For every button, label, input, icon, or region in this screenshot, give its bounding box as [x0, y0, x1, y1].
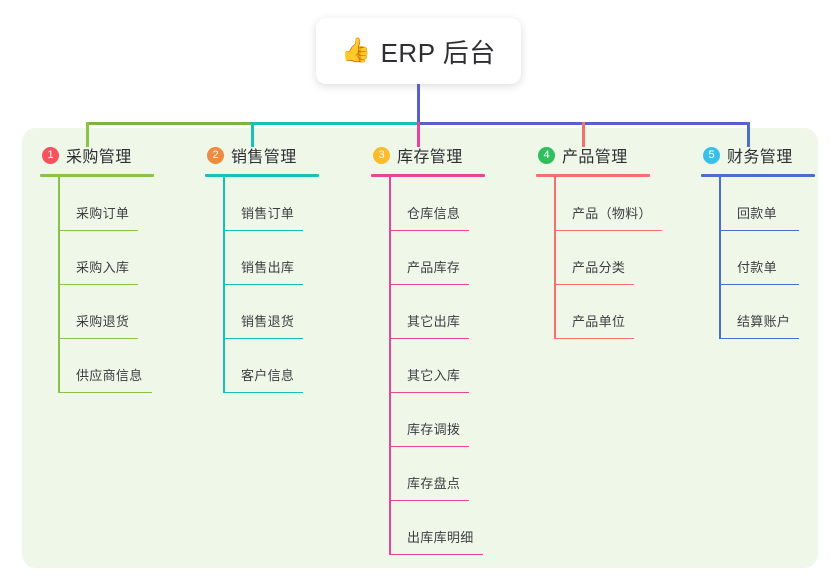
branch-title-2: 销售管理	[231, 149, 297, 166]
branch-column-2: 2 销售管理 销售订单销售出库销售退货客户信息	[197, 142, 347, 393]
leaf-item[interactable]: 产品单位	[554, 285, 688, 339]
leaf-item-rule	[58, 337, 138, 339]
leaf-item-rule	[389, 337, 469, 339]
leaf-item-label: 采购订单	[76, 206, 130, 221]
leaf-item-rule	[389, 445, 469, 447]
branch-items-1: 采购订单采购入库采购退货供应商信息	[32, 177, 182, 393]
branch-items-2: 销售订单销售出库销售退货客户信息	[197, 177, 347, 393]
leaf-item-label: 采购退货	[76, 314, 130, 329]
branch-spine	[719, 177, 721, 339]
leaf-item[interactable]: 仓库信息	[389, 177, 513, 231]
branch-spine	[223, 177, 225, 393]
branch-items-4: 产品（物料） 产品分类产品单位	[528, 177, 688, 339]
branch-header-2[interactable]: 2 销售管理	[197, 142, 347, 168]
branch-spine	[389, 177, 391, 555]
leaf-item[interactable]: 出库库明细	[389, 501, 513, 555]
leaf-item-label: 销售订单	[241, 206, 295, 221]
leaf-item-label: 仓库信息	[407, 206, 461, 221]
leaf-item-label: 产品单位	[572, 314, 626, 329]
leaf-item-label: 采购入库	[76, 260, 130, 275]
leaf-item[interactable]: 其它出库	[389, 285, 513, 339]
leaf-item-label: 产品（物料）	[572, 206, 652, 221]
leaf-item[interactable]: 采购退货	[58, 285, 182, 339]
leaf-item[interactable]: 产品库存	[389, 231, 513, 285]
leaf-item[interactable]: 库存盘点	[389, 447, 513, 501]
leaf-item-rule	[719, 337, 799, 339]
leaf-item[interactable]: 供应商信息	[58, 339, 182, 393]
leaf-item[interactable]: 产品（物料）	[554, 177, 688, 231]
leaf-item-label: 库存调拨	[407, 422, 461, 437]
leaf-item-rule	[719, 229, 799, 231]
branch-spine	[554, 177, 556, 339]
leaf-item[interactable]: 采购订单	[58, 177, 182, 231]
branch-badge-2: 2	[207, 146, 224, 164]
leaf-item[interactable]: 库存调拨	[389, 393, 513, 447]
branch-title-1: 采购管理	[66, 149, 132, 166]
branch-badge-1: 1	[42, 146, 59, 164]
leaf-item-label: 结算账户	[737, 314, 791, 329]
leaf-item[interactable]: 付款单	[719, 231, 839, 285]
root-node-label: ERP 后台	[380, 37, 496, 68]
leaf-item-label: 产品库存	[407, 260, 461, 275]
leaf-item-label: 出库库明细	[407, 530, 474, 545]
branch-spine	[58, 177, 60, 393]
branch-header-3[interactable]: 3 库存管理	[363, 142, 513, 168]
leaf-item-label: 回款单	[737, 206, 777, 221]
leaf-item-rule	[389, 499, 469, 501]
leaf-item-label: 产品分类	[572, 260, 626, 275]
branch-title-3: 库存管理	[397, 149, 463, 166]
branch-badge-5: 5	[703, 146, 720, 164]
branch-header-5[interactable]: 5 财务管理	[693, 142, 839, 168]
leaf-item-label: 库存盘点	[407, 476, 461, 491]
leaf-item-label: 其它入库	[407, 368, 461, 383]
branch-badge-4: 4	[538, 146, 555, 164]
branch-header-4[interactable]: 4 产品管理	[528, 142, 688, 168]
leaf-item[interactable]: 结算账户	[719, 285, 839, 339]
branch-header-1[interactable]: 1 采购管理	[32, 142, 182, 168]
branch-column-1: 1 采购管理 采购订单采购入库采购退货供应商信息	[32, 142, 182, 393]
branch-column-5: 5 财务管理 回款单付款单结算账户	[693, 142, 839, 339]
leaf-item-label: 销售出库	[241, 260, 295, 275]
leaf-item-label: 其它出库	[407, 314, 461, 329]
leaf-item[interactable]: 产品分类	[554, 231, 688, 285]
branch-column-4: 4 产品管理 产品（物料） 产品分类产品单位	[528, 142, 688, 339]
leaf-item[interactable]: 回款单	[719, 177, 839, 231]
leaf-item-rule	[58, 283, 138, 285]
leaf-item-rule	[719, 283, 799, 285]
leaf-item[interactable]: 销售订单	[223, 177, 347, 231]
leaf-item-rule	[223, 229, 303, 231]
leaf-item-rule	[554, 229, 662, 231]
leaf-item[interactable]: 销售退货	[223, 285, 347, 339]
branch-items-5: 回款单付款单结算账户	[693, 177, 839, 339]
branch-title-5: 财务管理	[727, 149, 793, 166]
leaf-item-label: 付款单	[737, 260, 777, 275]
branch-title-4: 产品管理	[562, 149, 628, 166]
leaf-item-rule	[58, 391, 152, 393]
root-node-title: 👍 ERP 后台	[341, 33, 496, 70]
leaf-item-rule	[554, 283, 634, 285]
leaf-item-rule	[223, 283, 303, 285]
leaf-item-label: 供应商信息	[76, 368, 143, 383]
leaf-item-label: 客户信息	[241, 368, 295, 383]
leaf-item-rule	[389, 553, 483, 555]
leaf-item[interactable]: 采购入库	[58, 231, 182, 285]
leaf-item-rule	[58, 229, 138, 231]
leaf-item-rule	[389, 391, 469, 393]
branch-column-3: 3 库存管理 仓库信息产品库存其它出库其它入库库存调拨库存盘点出库库明细	[363, 142, 513, 555]
leaf-item-label: 销售退货	[241, 314, 295, 329]
leaf-item-rule	[389, 229, 469, 231]
leaf-item-rule	[389, 283, 469, 285]
branch-items-3: 仓库信息产品库存其它出库其它入库库存调拨库存盘点出库库明细	[363, 177, 513, 555]
leaf-item-rule	[554, 337, 634, 339]
root-node-card[interactable]: 👍 ERP 后台	[316, 18, 521, 84]
content-panel	[22, 128, 818, 568]
leaf-item[interactable]: 客户信息	[223, 339, 347, 393]
leaf-item-rule	[223, 337, 303, 339]
leaf-item[interactable]: 其它入库	[389, 339, 513, 393]
leaf-item[interactable]: 销售出库	[223, 231, 347, 285]
leaf-item-rule	[223, 391, 303, 393]
branch-badge-3: 3	[373, 146, 390, 164]
thumbs-up-icon: 👍	[341, 37, 372, 64]
